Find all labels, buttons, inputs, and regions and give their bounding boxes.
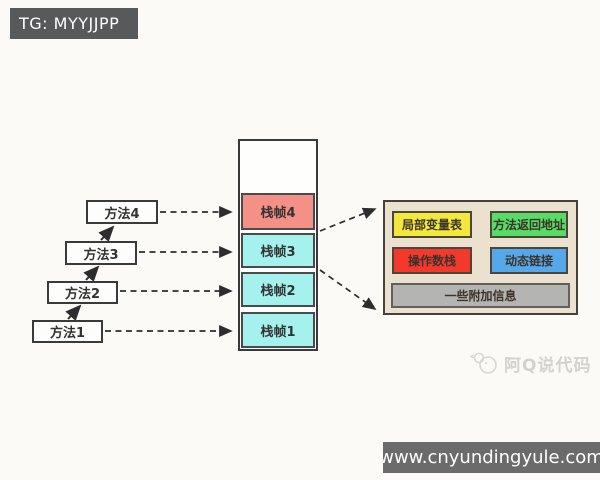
stack-frame-1: 栈帧1 — [241, 312, 315, 348]
detail-cell-dynamic-link: 动态链接 — [490, 247, 568, 274]
solid-arrow-method2-to-method3 — [83, 265, 100, 283]
stack-frame-3: 栈帧3 — [241, 233, 315, 268]
stack-frame-4: 栈帧4 — [241, 193, 315, 230]
solid-arrow-method1-to-method2 — [65, 304, 82, 322]
tg-badge: TG: MYYJJPP — [10, 8, 138, 39]
detail-cell-local-variable-table: 局部变量表 — [392, 211, 472, 238]
method-box-2: 方法2 — [47, 281, 118, 304]
stack-frame-2: 栈帧2 — [241, 272, 315, 307]
dashed-arrow-stack-to-detail-top — [319, 207, 377, 232]
method-box-3: 方法3 — [65, 241, 137, 265]
detail-cell-method-return-address: 方法返回地址 — [490, 211, 568, 238]
solid-arrow-method3-to-method4 — [98, 225, 115, 243]
bird-logo-icon — [470, 352, 497, 374]
detail-cell-operand-stack: 操作数栈 — [392, 247, 472, 274]
method-box-4: 方法4 — [86, 200, 158, 224]
method-box-1: 方法1 — [32, 320, 103, 343]
dashed-arrow-stack-to-detail-bottom — [319, 269, 377, 310]
detail-cell-additional-info: 一些附加信息 — [391, 283, 570, 308]
footer-url-bar: www.cnyundingyule.com — [379, 442, 600, 473]
watermark: 阿Q说代码 — [470, 350, 591, 376]
watermark-label: 阿Q说代码 — [504, 355, 592, 376]
